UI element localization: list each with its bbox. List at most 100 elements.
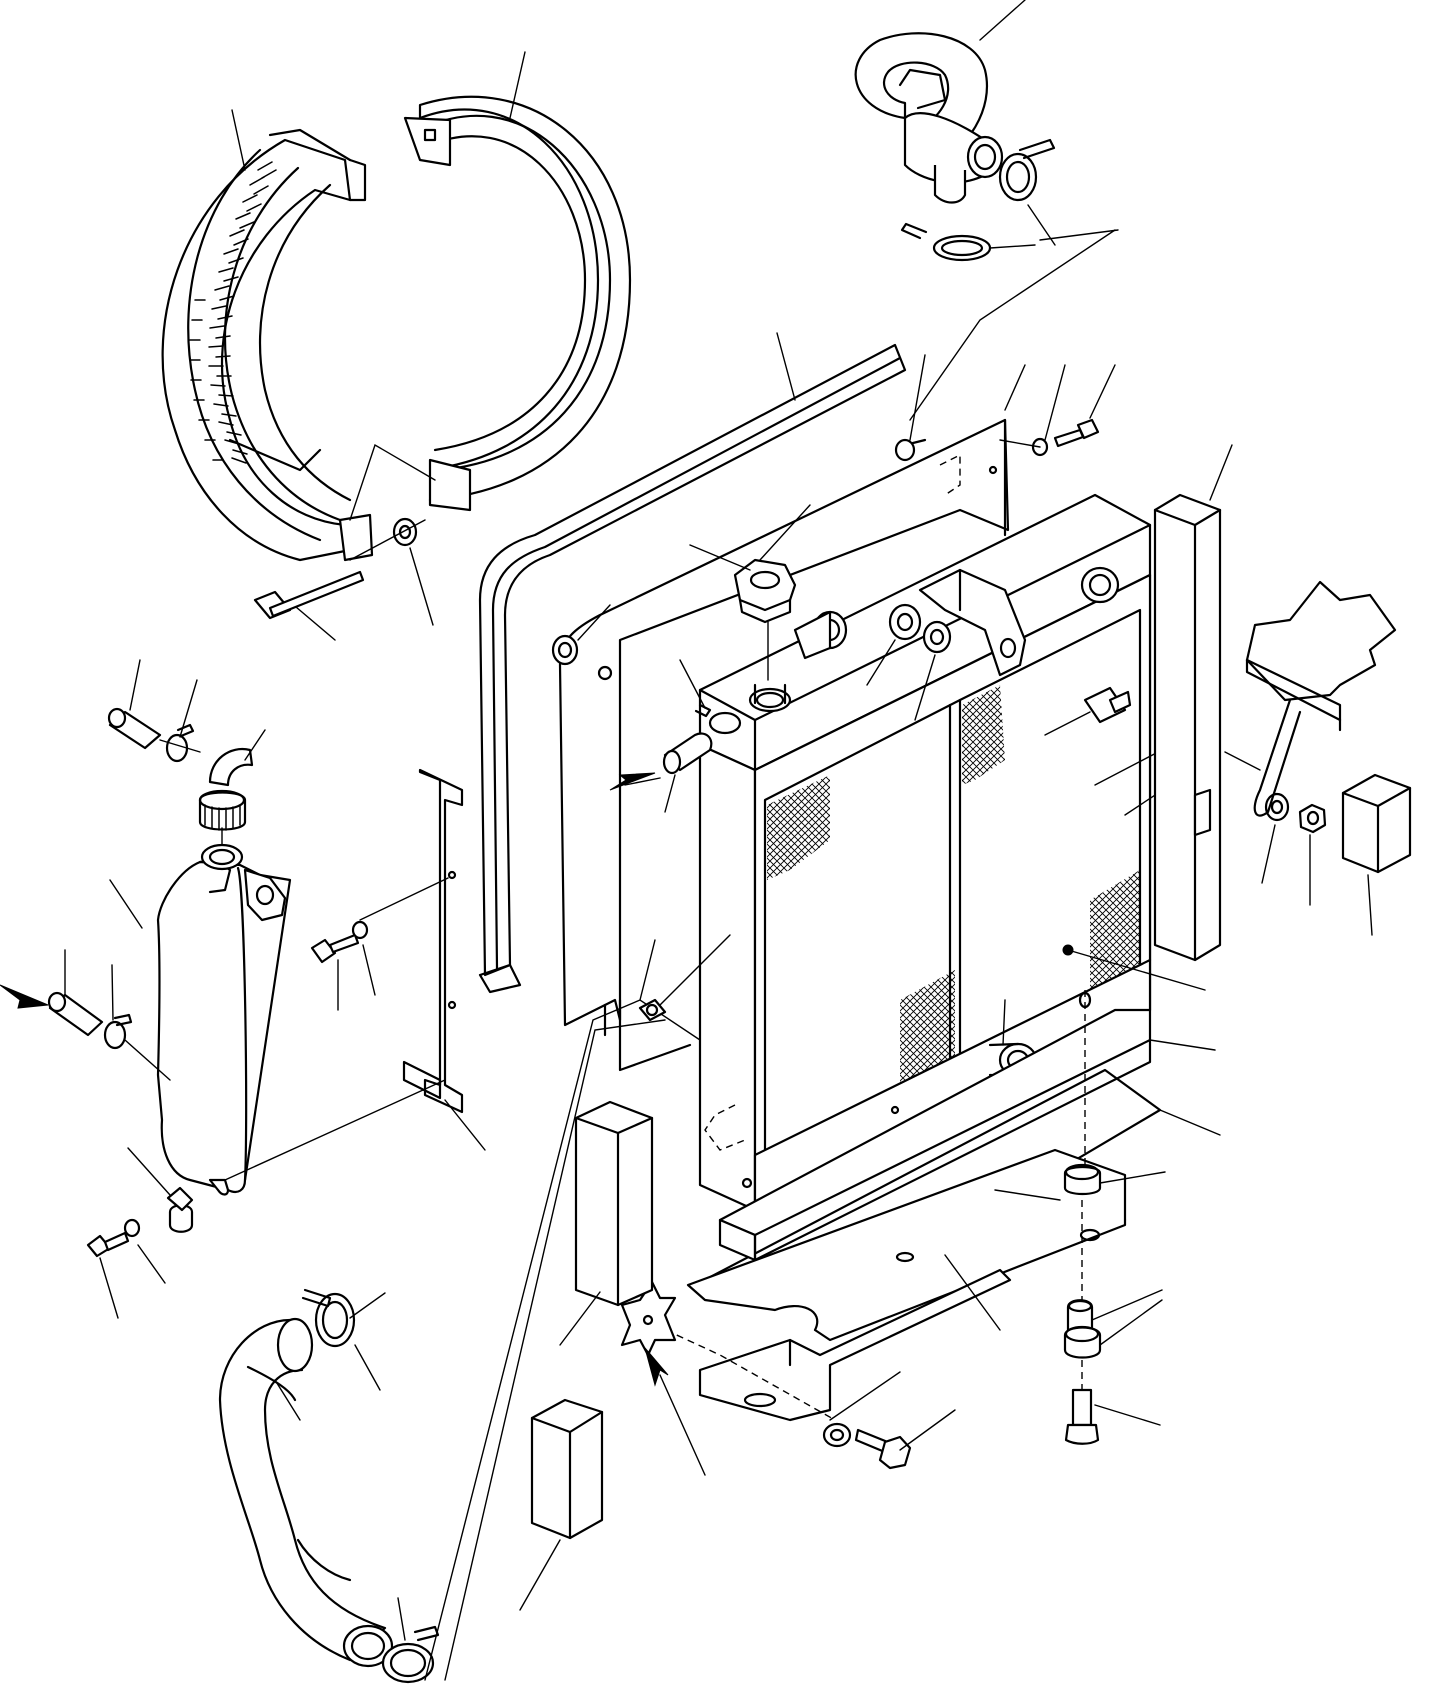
leader-line <box>829 1371 901 1421</box>
radiator-seal-strip <box>478 343 907 994</box>
leader-line <box>1044 711 1091 736</box>
radiator-filler-cap <box>733 558 797 713</box>
leader-line <box>659 1374 706 1476</box>
pointer-arrow <box>644 1347 669 1387</box>
side-mount-stud <box>1083 686 1132 724</box>
leader-line <box>1367 874 1373 936</box>
strap-bolts <box>86 920 369 1258</box>
leader-line <box>909 354 926 441</box>
leader-line <box>994 1189 1061 1201</box>
leader-line <box>944 1254 1001 1331</box>
lower-hose-clamps <box>301 1288 440 1684</box>
foam-pad-small-right <box>1341 773 1412 874</box>
side-foam-block <box>1153 493 1222 962</box>
leader-line <box>664 774 676 813</box>
leader-line <box>1149 1039 1216 1051</box>
centerline <box>1081 990 1086 1390</box>
centerline <box>654 1324 836 1421</box>
leader-line <box>137 1244 166 1284</box>
leader-line <box>899 1409 956 1451</box>
leader-line <box>659 934 731 1006</box>
leader-line <box>1094 749 1163 786</box>
leader-line <box>179 679 198 738</box>
leader-line <box>1209 444 1233 501</box>
foam-block-lower-2 <box>530 1398 604 1540</box>
leader-line <box>559 1291 601 1346</box>
leader-line <box>1099 1171 1166 1184</box>
leader-line <box>295 606 336 641</box>
leader-line <box>909 229 1116 421</box>
upper-bushings <box>888 603 952 654</box>
leader-line <box>866 639 896 686</box>
leader-line <box>159 739 201 753</box>
leader-line <box>1002 999 1006 1046</box>
leader-line <box>444 1019 666 1681</box>
leader-line <box>124 1039 171 1081</box>
hood-bracket <box>1245 580 1397 817</box>
leader-line <box>519 1539 561 1611</box>
leader-line <box>231 109 246 171</box>
leader-line <box>99 1257 119 1319</box>
top-bolt-washer <box>1031 418 1100 457</box>
upper-hose-clamps <box>900 138 1056 262</box>
leader-line <box>1091 1289 1163 1346</box>
leader-line <box>914 654 936 721</box>
leader-line <box>1094 1404 1161 1426</box>
foam-block-lower-1 <box>574 1100 654 1307</box>
leader-line <box>1159 1109 1221 1136</box>
expansion-tank-cap <box>198 747 254 871</box>
leader-line <box>349 1292 386 1319</box>
leader-line <box>244 729 266 761</box>
leader-line <box>444 1099 486 1151</box>
leader-line <box>509 51 526 119</box>
leader-line <box>776 332 796 401</box>
expansion-tank <box>156 858 292 1196</box>
leader-line <box>109 879 143 929</box>
tank-mount-strap <box>402 768 464 1114</box>
leader-line <box>989 244 1036 249</box>
leader-line <box>1039 229 1119 241</box>
leader-line <box>129 659 141 711</box>
fan-shroud-ring <box>161 128 374 562</box>
leader-line <box>679 659 706 709</box>
centerline-marker <box>1078 991 1092 1009</box>
upper-radiator-hose <box>854 32 1004 204</box>
flow-arrow <box>0 984 49 1009</box>
leader-line <box>359 877 449 921</box>
leader-line <box>349 443 436 521</box>
leader-line <box>1089 364 1116 419</box>
leader-line <box>409 547 434 626</box>
overflow-pipe <box>662 703 742 775</box>
leader-line <box>349 519 426 561</box>
leader-line <box>111 964 114 1021</box>
shroud-inner-ring <box>403 95 632 512</box>
shroud-bolt <box>253 517 418 620</box>
leader-line <box>624 777 661 786</box>
shroud-perforation-slots <box>189 161 277 464</box>
leader-line <box>1044 364 1066 441</box>
leader-line <box>127 1147 171 1196</box>
leader-line <box>1004 364 1026 411</box>
lower-radiator-hose <box>218 1317 394 1668</box>
leader-line <box>577 604 611 641</box>
leader-line <box>354 1344 381 1391</box>
leader-line <box>979 0 1026 41</box>
tank-inlet-hose <box>47 991 133 1050</box>
leader-line <box>424 999 701 1681</box>
leader-line <box>274 1379 301 1421</box>
leader-line <box>224 1079 446 1181</box>
seal-grommets <box>551 438 916 666</box>
lower-bushings-bolt <box>1063 1163 1102 1445</box>
leader-line <box>689 504 811 571</box>
bottom-bolt-washer <box>822 1422 912 1470</box>
leader-line <box>1067 949 1206 991</box>
upper-mount-bracket <box>918 568 1027 677</box>
leader-line <box>639 939 656 1001</box>
seal-side-bolt <box>638 998 667 1022</box>
leader-line <box>397 1597 406 1641</box>
lower-mount-bracket <box>686 1148 1127 1422</box>
leader-line <box>1261 824 1276 884</box>
leader-line <box>362 944 376 996</box>
